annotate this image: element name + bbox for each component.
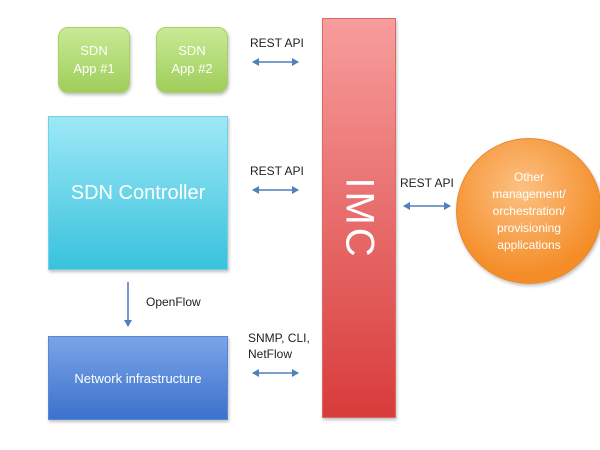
sdn-controller-box: SDN Controller bbox=[48, 116, 228, 270]
network-infrastructure-box: Network infrastructure bbox=[48, 336, 228, 420]
netflow-label: NetFlow bbox=[248, 347, 293, 361]
other-line-5: applications bbox=[497, 237, 561, 252]
other-line-4: provisioning bbox=[496, 220, 562, 235]
network-infrastructure-label: Network infrastructure bbox=[74, 370, 202, 386]
sdn-app-2-line1: SDN bbox=[178, 43, 206, 58]
imc-bar: IMC bbox=[322, 18, 396, 418]
sdn-app-1-box: SDN App #1 bbox=[58, 27, 130, 93]
other-line-2: management/ bbox=[492, 186, 566, 201]
sdn-controller-label: SDN Controller bbox=[70, 181, 206, 204]
snmp-cli-label: SNMP, CLI, bbox=[248, 331, 310, 345]
openflow-label: OpenFlow bbox=[146, 295, 201, 309]
imc-to-other-label: REST API bbox=[400, 176, 454, 190]
sdn-app-1-line1: SDN bbox=[80, 43, 108, 58]
sdn-app-1-line2: App #1 bbox=[73, 61, 115, 76]
sdn-app-2-line2: App #2 bbox=[171, 61, 213, 76]
other-applications-circle: Other management/ orchestration/ provisi… bbox=[456, 138, 600, 284]
apps-to-imc-label: REST API bbox=[250, 36, 304, 50]
sdn-app-2-box: SDN App #2 bbox=[156, 27, 228, 93]
controller-to-imc-label: REST API bbox=[250, 164, 304, 178]
other-line-1: Other bbox=[513, 169, 544, 184]
other-line-3: orchestration/ bbox=[492, 203, 566, 218]
